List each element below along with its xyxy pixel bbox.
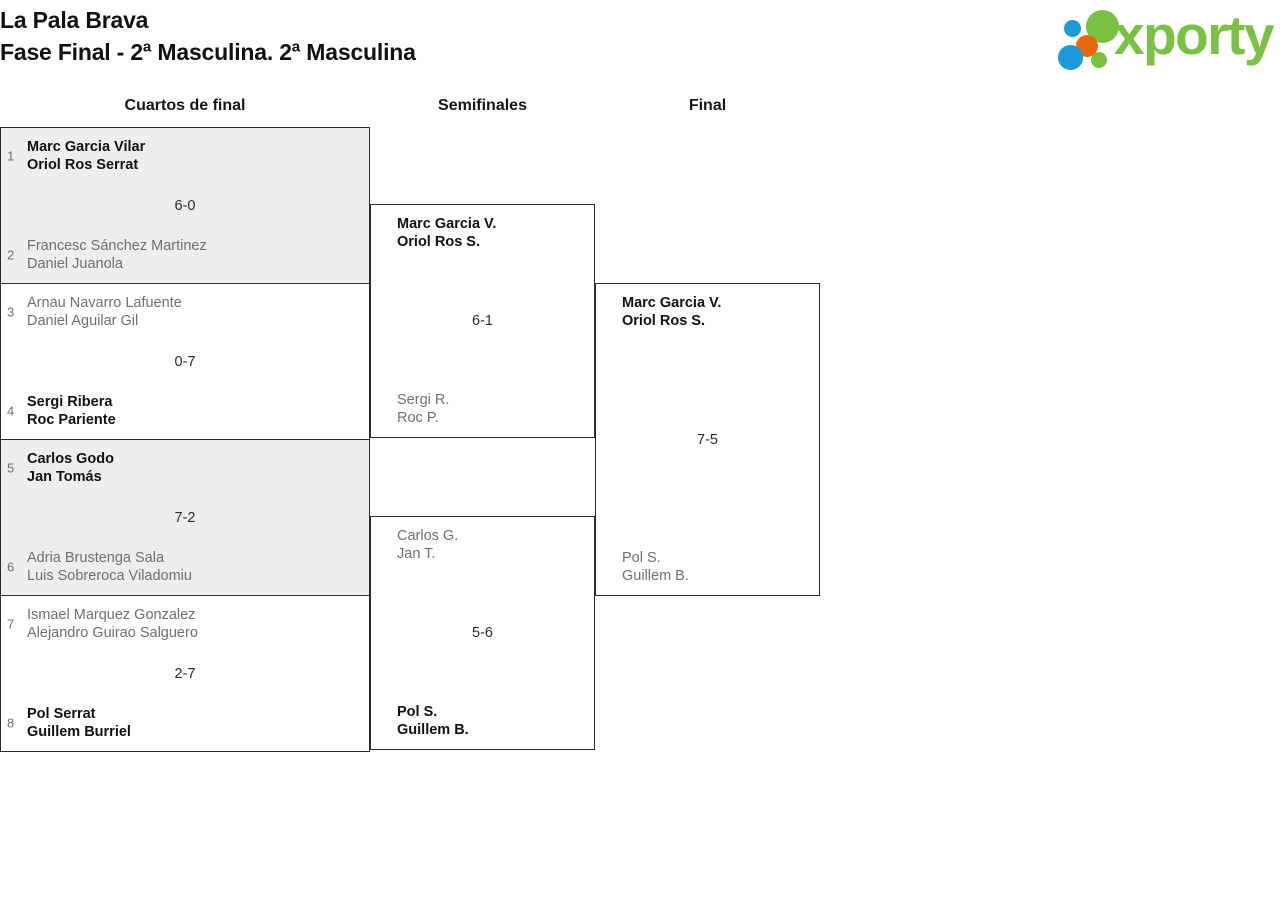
match-slot-bottom[interactable]: Sergi R. Roc P.	[371, 391, 594, 427]
seed-number: 5	[7, 460, 15, 476]
green-small-dot-icon	[1091, 52, 1107, 68]
match-score: 0-7	[174, 353, 196, 370]
match-slot-bottom[interactable]: Pol S. Guillem B.	[596, 549, 819, 585]
player-name: Pol S.	[397, 704, 438, 720]
player-name: Marc Garcia V.	[397, 216, 497, 232]
seed-number: 7	[7, 616, 15, 632]
page-header: La Pala Brava Fase Final - 2ª Masculina.…	[0, 0, 1280, 88]
blue-small-dot-icon	[1064, 20, 1081, 37]
match-quarterfinal-1[interactable]: 1 Marc Garcia Vilar Oriol Ros Serrat 6-0…	[0, 127, 370, 284]
player-name: Marc Garcia Vilar	[27, 139, 146, 155]
match-slot-bottom[interactable]: 6 Adria Brustenga Sala Luis Sobreroca Vi…	[1, 549, 369, 585]
match-quarterfinal-4[interactable]: 7 Ismael Marquez Gonzalez Alejandro Guir…	[0, 595, 370, 752]
match-slot-top[interactable]: 5 Carlos Godo Jan Tomás	[1, 450, 369, 486]
match-final[interactable]: Marc Garcia V. Oriol Ros S. 7-5 Pol S. G…	[595, 283, 820, 596]
player-name: Oriol Ros S.	[397, 234, 480, 250]
player-name: Arnau Navarro Lafuente	[27, 295, 182, 311]
player-name: Pol Serrat	[27, 706, 96, 722]
seed-number: 1	[7, 148, 15, 164]
seed-number: 6	[7, 559, 15, 575]
player-name: Adria Brustenga Sala	[27, 550, 165, 566]
seed-number: 4	[7, 403, 15, 419]
round-header-final: Final	[688, 97, 727, 114]
player-name: Roc P.	[397, 410, 439, 426]
player-name: Ismael Marquez Gonzalez	[27, 607, 196, 623]
match-score: 5-6	[472, 625, 493, 641]
player-name: Sergi R.	[397, 392, 450, 408]
match-score: 6-0	[174, 197, 196, 214]
logo-dots-icon	[1058, 8, 1124, 70]
player-name: Carlos G.	[397, 528, 459, 544]
match-score: 6-1	[472, 313, 493, 329]
match-score: 2-7	[174, 665, 196, 682]
tournament-bracket: 1 Marc Garcia Vilar Oriol Ros Serrat 6-0…	[0, 127, 1280, 767]
match-slot-top[interactable]: Carlos G. Jan T.	[371, 527, 594, 563]
player-name: Daniel Juanola	[27, 256, 123, 272]
player-name: Daniel Aguilar Gil	[27, 313, 139, 329]
player-name: Sergi Ribera	[27, 394, 113, 410]
player-name: Marc Garcia V.	[622, 295, 722, 311]
tournament-subtitle: Fase Final - 2ª Masculina. 2ª Masculina	[0, 39, 416, 65]
player-name: Jan Tomás	[27, 469, 102, 485]
match-slot-top[interactable]: 7 Ismael Marquez Gonzalez Alejandro Guir…	[1, 606, 369, 642]
match-slot-bottom[interactable]: 4 Sergi Ribera Roc Pariente	[1, 393, 369, 429]
player-name: Pol S.	[622, 550, 661, 566]
player-name: Alejandro Guirao Salguero	[27, 625, 198, 641]
match-score: 7-5	[697, 431, 718, 448]
round-header-semifinals: Semifinales	[438, 97, 527, 114]
tournament-title: La Pala Brava	[0, 7, 149, 33]
player-name: Oriol Ros Serrat	[27, 157, 139, 173]
match-slot-bottom[interactable]: 8 Pol Serrat Guillem Burriel	[1, 705, 369, 741]
match-quarterfinal-2[interactable]: 3 Arnau Navarro Lafuente Daniel Aguilar …	[0, 283, 370, 440]
match-slot-top[interactable]: 1 Marc Garcia Vilar Oriol Ros Serrat	[1, 138, 369, 174]
seed-number: 8	[7, 715, 15, 731]
match-slot-bottom[interactable]: Pol S. Guillem B.	[371, 703, 594, 739]
match-slot-top[interactable]: Marc Garcia V. Oriol Ros S.	[371, 215, 594, 251]
player-name: Oriol Ros S.	[622, 313, 705, 329]
logo-wordmark: xporty	[1114, 4, 1275, 66]
match-quarterfinal-3[interactable]: 5 Carlos Godo Jan Tomás 7-2 6 Adria Brus…	[0, 439, 370, 596]
player-name: Carlos Godo	[27, 451, 115, 467]
title-block: La Pala Brava Fase Final - 2ª Masculina.…	[0, 4, 416, 68]
player-name: Luis Sobreroca Viladomiu	[27, 568, 192, 584]
match-slot-top[interactable]: 3 Arnau Navarro Lafuente Daniel Aguilar …	[1, 294, 369, 330]
seed-number: 2	[7, 247, 15, 263]
player-name: Guillem B.	[622, 568, 689, 584]
blue-large-dot-icon	[1058, 45, 1083, 70]
match-slot-bottom[interactable]: 2 Francesc Sánchez Martinez Daniel Juano…	[1, 237, 369, 273]
seed-number: 3	[7, 304, 15, 320]
match-score: 7-2	[174, 509, 196, 526]
match-slot-top[interactable]: Marc Garcia V. Oriol Ros S.	[596, 294, 819, 330]
player-name: Guillem B.	[397, 722, 469, 738]
player-name: Roc Pariente	[27, 412, 116, 428]
player-name: Guillem Burriel	[27, 724, 131, 740]
player-name: Francesc Sánchez Martinez	[27, 238, 207, 254]
round-header-quarterfinals: Cuartos de final	[124, 97, 246, 114]
match-semifinal-1[interactable]: Marc Garcia V. Oriol Ros S. 6-1 Sergi R.…	[370, 204, 595, 438]
match-semifinal-2[interactable]: Carlos G. Jan T. 5-6 Pol S. Guillem B.	[370, 516, 595, 750]
player-name: Jan T.	[397, 546, 436, 562]
xporty-logo[interactable]: xporty	[1050, 4, 1275, 70]
